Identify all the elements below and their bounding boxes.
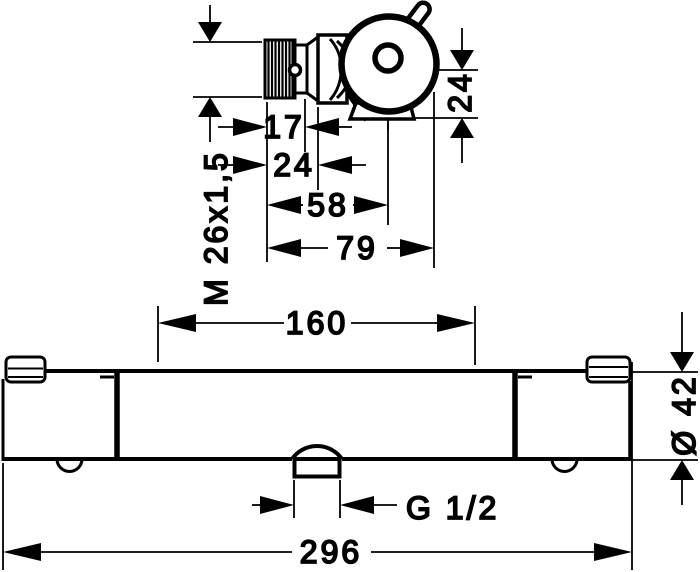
left-screw-bump: [55, 458, 84, 473]
dimension-24-vertical: 24: [413, 28, 479, 163]
front-view-mixer: [1, 355, 632, 479]
dimension-17: 17: [218, 108, 352, 146]
dim-label-79: 79: [336, 230, 378, 266]
top-view-valve: [263, 0, 440, 130]
shower-outlet: [290, 444, 344, 479]
dimension-diameter-42: Ø 42: [632, 312, 700, 505]
front-view-dimensions: 160 G 1/2 Ø 42: [2, 304, 700, 571]
dim-label-160: 160: [286, 305, 348, 341]
dim-label-diameter-42: Ø 42: [666, 374, 700, 455]
right-screw-bump: [550, 458, 579, 473]
set-screw: [287, 62, 303, 78]
dimension-24-horizontal: 24: [218, 146, 366, 184]
dimension-296: 296: [2, 362, 633, 571]
dim-label-m26x15: M 26x1,5: [198, 150, 234, 306]
right-end-cap: [585, 355, 632, 384]
dim-label-58: 58: [307, 187, 349, 223]
dim-label-296: 296: [300, 534, 362, 570]
dim-label-g12: G 1/2: [406, 490, 499, 526]
dimension-58: 58: [267, 186, 388, 224]
dimension-g12: G 1/2: [252, 480, 499, 527]
dimension-m26: M 26x1,5: [193, 5, 262, 307]
dim-label-17: 17: [263, 109, 305, 145]
dim-label-24-vertical: 24: [442, 71, 478, 113]
dimension-160: 160: [157, 304, 476, 365]
handle-hub: [372, 42, 404, 74]
left-end-cap: [4, 355, 47, 384]
dim-label-24-horizontal: 24: [273, 147, 315, 183]
top-view-dimensions: M 26x1,5 17 24 58: [193, 5, 479, 307]
dimension-79: 79: [267, 229, 434, 267]
mixer-bar-body: [1, 369, 632, 461]
